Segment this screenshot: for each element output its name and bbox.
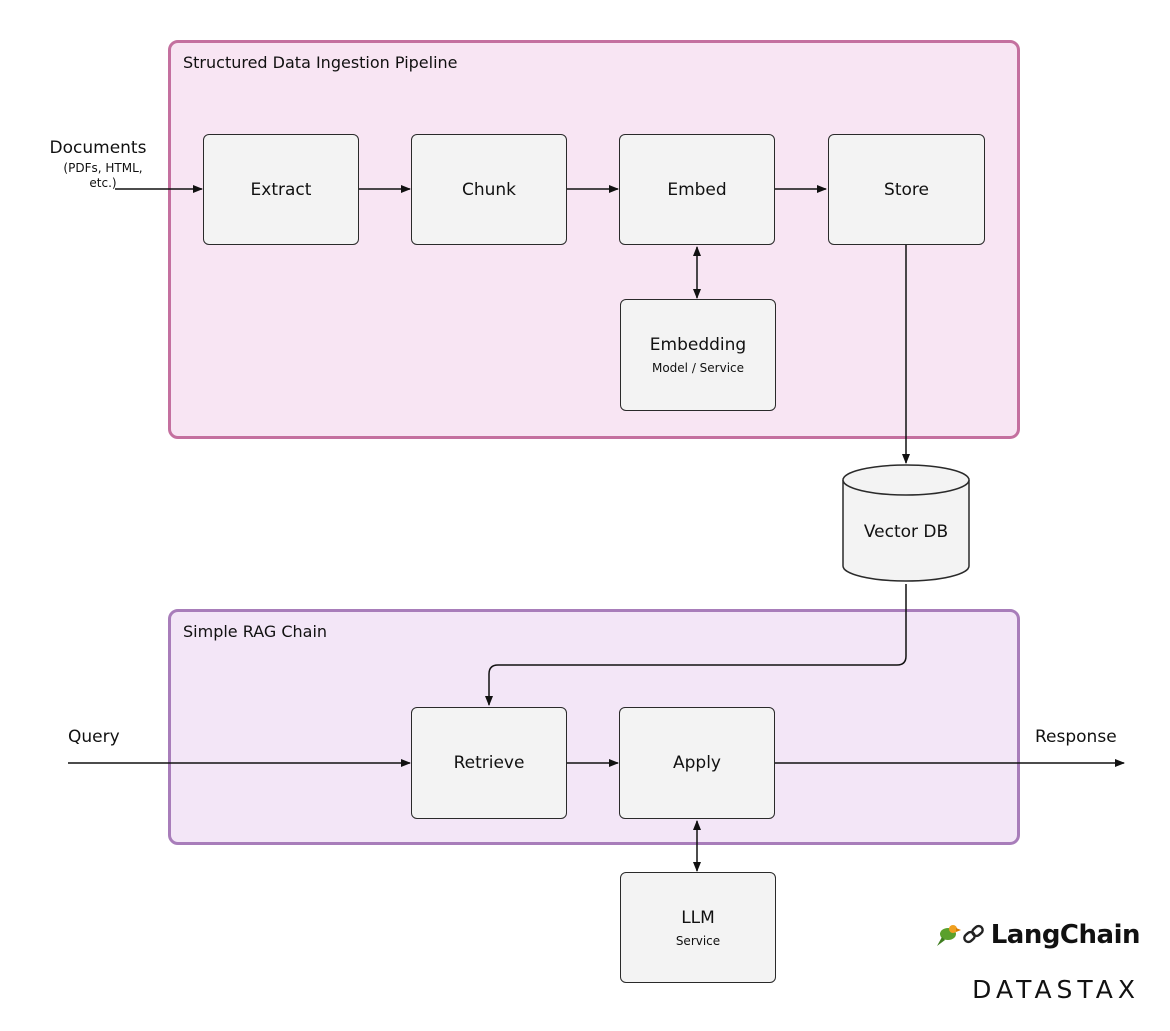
datastax-logo: DATASTAX — [972, 975, 1140, 1004]
retrieve-label: Retrieve — [453, 753, 525, 773]
embedding-label: Embedding — [649, 335, 747, 355]
embed-node: Embed — [619, 134, 775, 245]
response-label: Response — [1035, 727, 1117, 747]
arrow-vectordb-retrieve — [485, 584, 907, 706]
embedding-sub-label: Model / Service — [651, 361, 745, 375]
rag-chain-title: Simple RAG Chain — [183, 622, 328, 641]
chunk-node: Chunk — [411, 134, 567, 245]
langchain-wordmark: LangChain — [990, 920, 1141, 950]
llm-label: LLM — [681, 907, 715, 928]
store-node: Store — [828, 134, 985, 245]
langchain-logo: LangChain — [935, 920, 1141, 950]
documents-input: Documents (PDFs, HTML, etc.) — [36, 138, 160, 191]
documents-sub-label: (PDFs, HTML, etc.) — [63, 161, 143, 190]
vector-db-label: Vector DB — [863, 522, 949, 542]
query-label: Query — [68, 727, 120, 747]
llm-sub-label: Service — [675, 933, 721, 948]
apply-label: Apply — [673, 753, 721, 773]
embed-label: Embed — [667, 179, 727, 200]
ingestion-pipeline-title: Structured Data Ingestion Pipeline — [183, 53, 458, 72]
extract-label: Extract — [250, 179, 312, 200]
datastax-wordmark: DATASTAX — [972, 975, 1140, 1004]
extract-node: Extract — [203, 134, 359, 245]
embedding-model-node: Embedding Model / Service — [620, 299, 776, 411]
vector-db-cylinder — [842, 464, 970, 582]
chunk-label: Chunk — [461, 179, 517, 200]
apply-node: Apply — [619, 707, 775, 819]
store-label: Store — [884, 179, 929, 200]
rag-chain-group: Simple RAG Chain — [168, 609, 1020, 845]
documents-label: Documents — [49, 138, 147, 158]
llm-service-node: LLM Service — [620, 872, 776, 983]
parrot-link-icon — [936, 924, 984, 946]
retrieve-node: Retrieve — [411, 707, 567, 819]
